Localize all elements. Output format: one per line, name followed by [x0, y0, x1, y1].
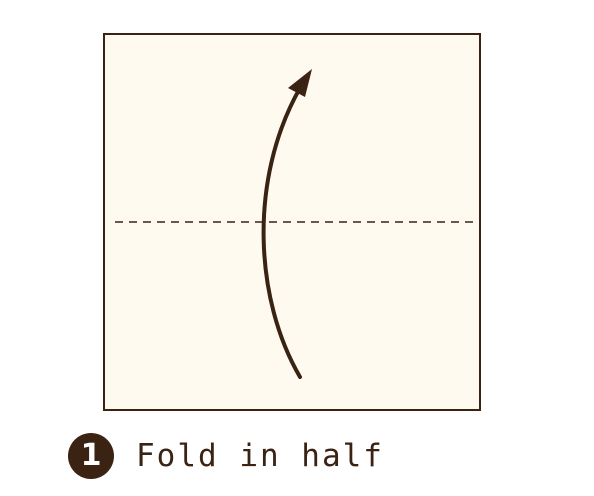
step-number-badge: 1 — [68, 433, 114, 479]
fold-arrow-shaft — [261, 86, 302, 379]
step-caption: 1 Fold in half — [68, 433, 384, 479]
paper-square — [103, 33, 481, 411]
fold-arrow-icon — [261, 69, 312, 379]
step-instruction: Fold in half — [136, 438, 384, 474]
fold-arrow-head — [288, 69, 312, 97]
